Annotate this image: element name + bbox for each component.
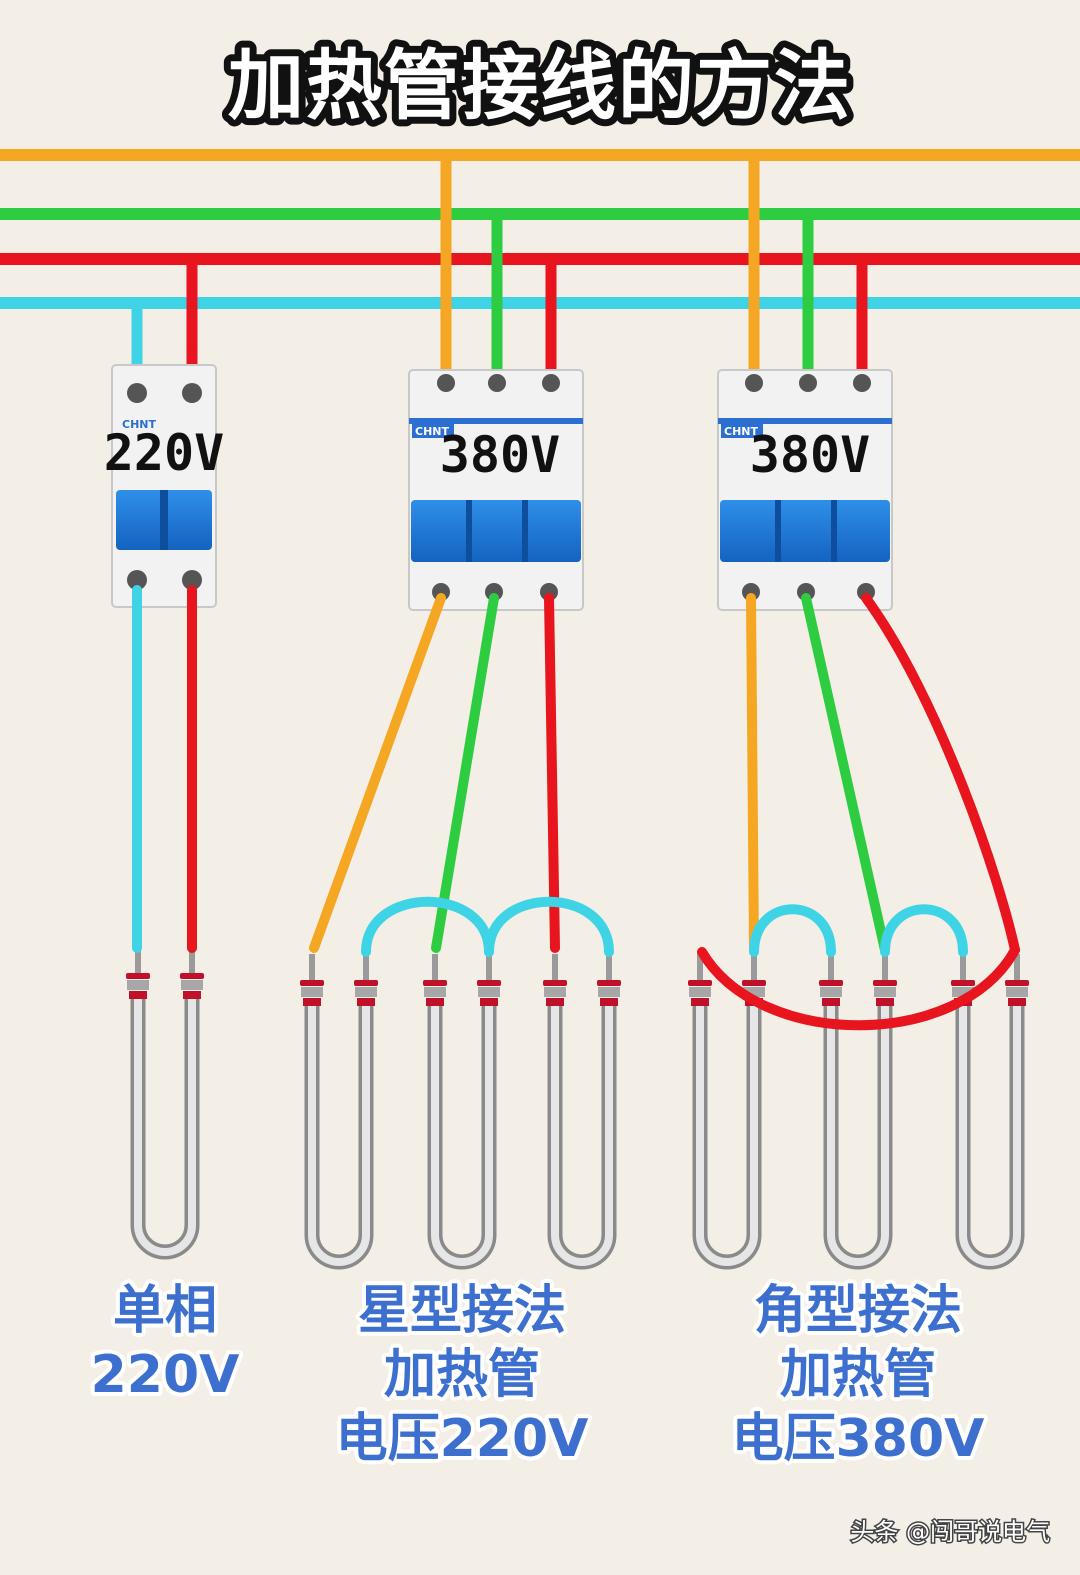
heater-tube-delta-3 xyxy=(955,1000,1025,1270)
jumper-delta-1 xyxy=(749,904,836,957)
screw-terminal xyxy=(182,570,202,590)
heater-tube-delta-2 xyxy=(823,1000,893,1270)
brand-label: CHNT xyxy=(415,425,449,438)
heater-tube-star-1 xyxy=(304,1000,374,1270)
terminal-post xyxy=(688,954,712,1006)
screw-terminal xyxy=(488,374,506,392)
breaker-body xyxy=(408,369,584,611)
terminal-post xyxy=(300,954,324,1006)
caption-delta: 角型接法 加热管 电压380V xyxy=(728,1277,989,1473)
terminal-post xyxy=(543,954,567,1006)
screw-terminal xyxy=(745,374,763,392)
heater-tube-delta-1 xyxy=(692,1000,762,1270)
breaker-handle[interactable] xyxy=(411,500,581,562)
terminal-post xyxy=(354,954,378,1006)
wire-delta-green xyxy=(801,593,890,955)
wires-single xyxy=(132,585,197,953)
screw-terminal xyxy=(127,570,147,590)
caption-star: 星型接法 加热管 电压220V xyxy=(332,1277,593,1473)
screw-terminal xyxy=(542,374,560,392)
caption-single: 单相 220V xyxy=(87,1277,244,1409)
breaker-delta[interactable]: CHNT 380V xyxy=(717,369,893,611)
jumper-star-1 xyxy=(361,896,494,957)
wire-delta-yellow xyxy=(746,593,759,955)
breaker-body xyxy=(111,364,217,608)
terminal-posts xyxy=(126,947,1029,1006)
voltage-rating: 380V xyxy=(440,426,560,484)
caption-line: 角型接法 xyxy=(754,1281,962,1341)
watermark: 头条 @闯哥说电气 xyxy=(850,1518,1050,1546)
terminal-post xyxy=(1005,954,1029,1006)
screw-terminal xyxy=(437,374,455,392)
screw-terminal xyxy=(182,383,202,403)
caption-line: 加热管 xyxy=(780,1345,936,1405)
jumper-delta-loop xyxy=(697,945,1020,1031)
wire-star-red xyxy=(544,593,560,953)
brand-badge xyxy=(412,424,454,438)
voltage-rating: 380V xyxy=(750,426,870,484)
terminal-post xyxy=(126,947,150,999)
terminal-post xyxy=(477,954,501,1006)
heater-tube-single xyxy=(130,995,200,1260)
breaker-star[interactable]: CHNT 380V xyxy=(408,369,584,611)
terminal-post xyxy=(423,954,447,1006)
page-title: 加热管接线的方法 xyxy=(228,41,852,130)
breaker-body xyxy=(717,369,893,611)
wires-delta xyxy=(697,593,1020,1031)
heater-tube-star-2 xyxy=(427,1000,497,1270)
caption-line: 220V xyxy=(91,1345,240,1405)
bus-drops xyxy=(131,155,868,385)
voltage-rating: 220V xyxy=(104,424,224,482)
caption-line: 单相 xyxy=(113,1281,217,1341)
jumper-star-2 xyxy=(484,896,614,957)
brand-label: CHNT xyxy=(122,418,156,431)
caption-line: 电压380V xyxy=(732,1409,985,1469)
screw-terminal xyxy=(853,374,871,392)
screw-terminal xyxy=(799,374,817,392)
terminal-post xyxy=(180,947,204,999)
terminal-post xyxy=(819,954,843,1006)
heater-tubes xyxy=(130,995,1025,1270)
brand-label: CHNT xyxy=(724,425,758,438)
wire-star-yellow xyxy=(309,593,446,953)
caption-line: 星型接法 xyxy=(358,1281,566,1341)
caption-line: 电压220V xyxy=(336,1409,589,1469)
wire-star-green xyxy=(431,593,499,953)
brand-badge xyxy=(721,424,763,438)
terminal-post xyxy=(597,954,621,1006)
screw-terminal xyxy=(127,383,147,403)
terminal-post xyxy=(873,954,897,1006)
breaker-single[interactable]: CHNT 220V xyxy=(104,364,224,608)
wire-delta-red xyxy=(861,593,1020,955)
breaker-handle[interactable] xyxy=(720,500,890,562)
wires-star xyxy=(309,593,614,957)
bus-bars xyxy=(0,149,1080,309)
jumper-delta-2 xyxy=(880,904,968,957)
heater-tube-star-3 xyxy=(547,1000,617,1270)
caption-line: 加热管 xyxy=(384,1345,540,1405)
